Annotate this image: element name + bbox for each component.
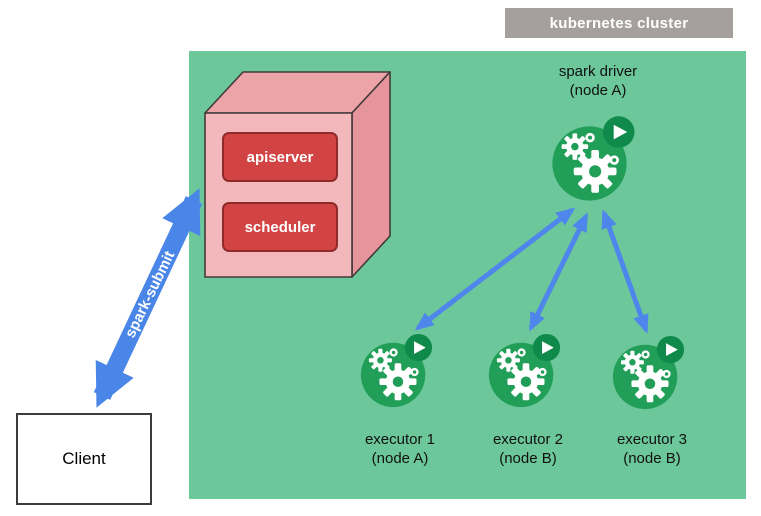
gear-dot [609,155,619,165]
executor-node: (node B) [499,450,557,467]
scheduler-box: scheduler [222,202,338,252]
gear-dot [585,132,595,143]
spark-driver-label: spark driver (node A) [528,62,668,100]
executor-2-icon [488,333,561,408]
kubernetes-cluster-label: kubernetes cluster [505,8,733,38]
play-icon [414,341,426,354]
gear-icon [631,365,669,403]
executor-name: executor 1 [364,431,436,448]
arrow-driver-executor2 [528,212,589,332]
executor-3-icon [612,335,685,410]
spark-submit-arrow [93,188,203,408]
gear-icon [379,363,417,401]
play-icon [613,124,628,140]
gear-icon [507,363,545,401]
driver-name: spark driver [558,63,638,80]
client-label: Client [62,449,106,468]
gear-dot [538,367,547,377]
driver-node: (node A) [569,82,627,99]
arrow-driver-executor3 [601,209,649,334]
gear-dot [410,367,419,377]
gear-dot [389,348,398,357]
executor-2-label: executor 2 (node B) [454,430,602,468]
executor-name: executor 3 [616,431,688,448]
executor-node: (node B) [623,450,681,467]
executor-1-icon [360,333,433,408]
executor-node: (node A) [371,450,429,467]
arrow-driver-executor1 [414,207,576,331]
executor-3-label: executor 3 (node B) [578,430,726,468]
apiserver-box: apiserver [222,132,338,182]
executor-name: executor 2 [492,431,564,448]
gear-dot [641,350,650,359]
gear-dot [517,348,526,357]
gear-icon [573,150,617,193]
client-box: Client [16,413,152,505]
gear-dot [662,369,671,379]
play-icon [542,341,554,354]
spark-driver-icon [552,116,635,201]
driver-executor-arrows [414,207,649,334]
executor-1-label: executor 1 (node A) [326,430,474,468]
play-icon [666,343,678,356]
